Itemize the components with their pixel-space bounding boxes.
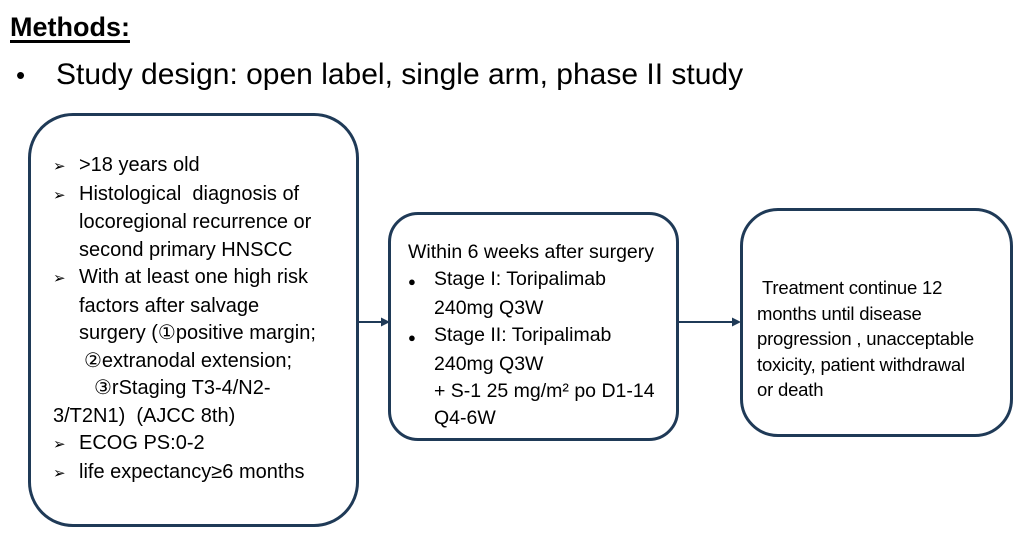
box-header: Within 6 weeks after surgery [408, 241, 655, 263]
treatment-regimen-box: Within 6 weeks after surgery ● Stage I: … [388, 212, 679, 441]
eligibility-criteria-box: ➢ >18 years old ➢ Histological diagnosis… [28, 113, 359, 527]
arrowhead-bullet-icon: ➢ [53, 186, 66, 204]
list-item: ➢ life expectancy≥6 months [53, 459, 348, 488]
list-item: ➢ ECOG PS:0-2 [53, 430, 348, 459]
list-item-continuation: factors after salvage [79, 294, 260, 317]
page-title: Methods: [10, 12, 130, 42]
bullet-icon: • [16, 60, 26, 90]
study-design-bullet: • Study design: open label, single arm, … [12, 56, 743, 94]
list-item-continuation: Q4-6W [434, 407, 496, 429]
list-item-continuation: ③rStaging T3-4/N2- [94, 377, 271, 399]
list-item-continuation: 240mg Q3W [434, 297, 544, 319]
list-item: ➢ Histological diagnosis of [53, 181, 348, 210]
circle-bullet-icon: ● [408, 274, 416, 289]
arrowhead-bullet-icon: ➢ [53, 436, 66, 453]
right-arrow-icon [677, 317, 741, 327]
list-item: ➢ With at least one high risk [53, 264, 348, 293]
list-item-continuation: second primary HNSCC [79, 238, 293, 261]
arrowhead-bullet-icon: ➢ [53, 270, 66, 287]
treatment-continuation-box: Treatment continue 12 months until disea… [740, 208, 1013, 437]
circle-bullet-icon: ● [408, 330, 416, 345]
arrowhead-bullet-icon: ➢ [53, 464, 66, 482]
text-line: progression , unacceptable [757, 328, 974, 349]
list-item-continuation: surgery (①positive margin; [79, 322, 316, 344]
text-line: toxicity, patient withdrawal [757, 353, 965, 375]
list-item-continuation: locoregional recurrence or [79, 211, 312, 233]
list-item-continuation: 240mg Q3W [434, 353, 544, 375]
list-item: ➢ >18 years old [53, 152, 348, 181]
list-item-continuation: + S-1 25 mg/m² po D1-14 [434, 380, 655, 402]
arrowhead-bullet-icon: ➢ [53, 158, 66, 175]
flow-arrow-2 [677, 312, 742, 332]
list-item-continuation: 3/T2N1) (AJCC 8th) [53, 404, 236, 427]
text-line: or death [757, 379, 824, 400]
list-item: ● Stage II: Toripalimab [408, 322, 670, 351]
flow-arrow-1 [356, 312, 390, 332]
study-design-text: Study design: open label, single arm, ph… [56, 58, 744, 91]
text-line: Treatment continue 12 [762, 277, 943, 298]
text-line: months until disease [757, 302, 922, 324]
right-arrow-icon [356, 317, 390, 327]
list-item-continuation: ②extranodal extension; [84, 349, 293, 372]
list-item: ● Stage I: Toripalimab [408, 266, 670, 295]
